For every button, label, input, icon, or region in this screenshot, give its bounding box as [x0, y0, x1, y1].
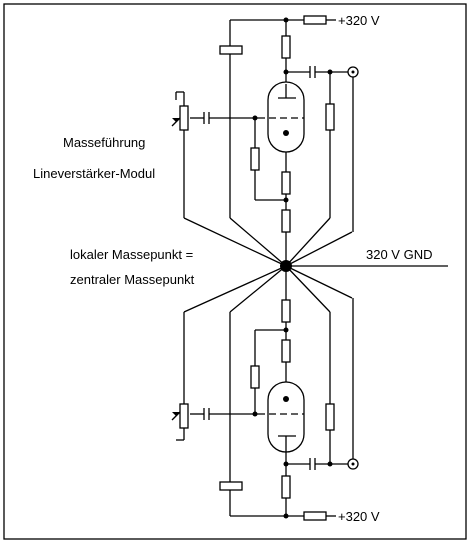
top-supply-resistor	[303, 15, 327, 25]
bottom-supply-label: +320 V	[338, 509, 380, 524]
top-cathode-resistor-2	[281, 209, 291, 233]
bottom-bypass-capacitor	[219, 481, 243, 491]
top-bypass-capacitor	[219, 45, 243, 55]
diagram-frame	[3, 3, 467, 540]
top-output-resistor	[325, 103, 335, 131]
top-stage	[171, 15, 359, 233]
bottom-output-resistor	[325, 403, 335, 431]
bottom-plate-resistor	[281, 475, 291, 499]
local-ground-label: lokaler Massepunkt =	[70, 247, 193, 262]
top-volume-potentiometer	[179, 105, 189, 131]
ground-routing-label: Masseführung	[63, 135, 145, 150]
bottom-grid-resistor	[250, 365, 260, 389]
module-label: Lineverstärker-Modul	[33, 166, 155, 181]
top-plate-resistor	[281, 35, 291, 59]
star-ground-wires	[183, 217, 448, 313]
bottom-cathode-resistor	[281, 339, 291, 363]
gnd-label: 320 V GND	[366, 247, 432, 262]
bottom-supply-resistor	[303, 511, 327, 521]
bottom-volume-potentiometer	[179, 403, 189, 429]
top-supply-label: +320 V	[338, 13, 380, 28]
bottom-stage	[171, 298, 359, 521]
central-ground-point	[280, 260, 292, 272]
top-grid-resistor	[250, 147, 260, 171]
central-ground-label: zentraler Massepunkt	[70, 272, 195, 287]
top-cathode-resistor	[281, 171, 291, 195]
bottom-cathode-resistor-2	[281, 299, 291, 323]
